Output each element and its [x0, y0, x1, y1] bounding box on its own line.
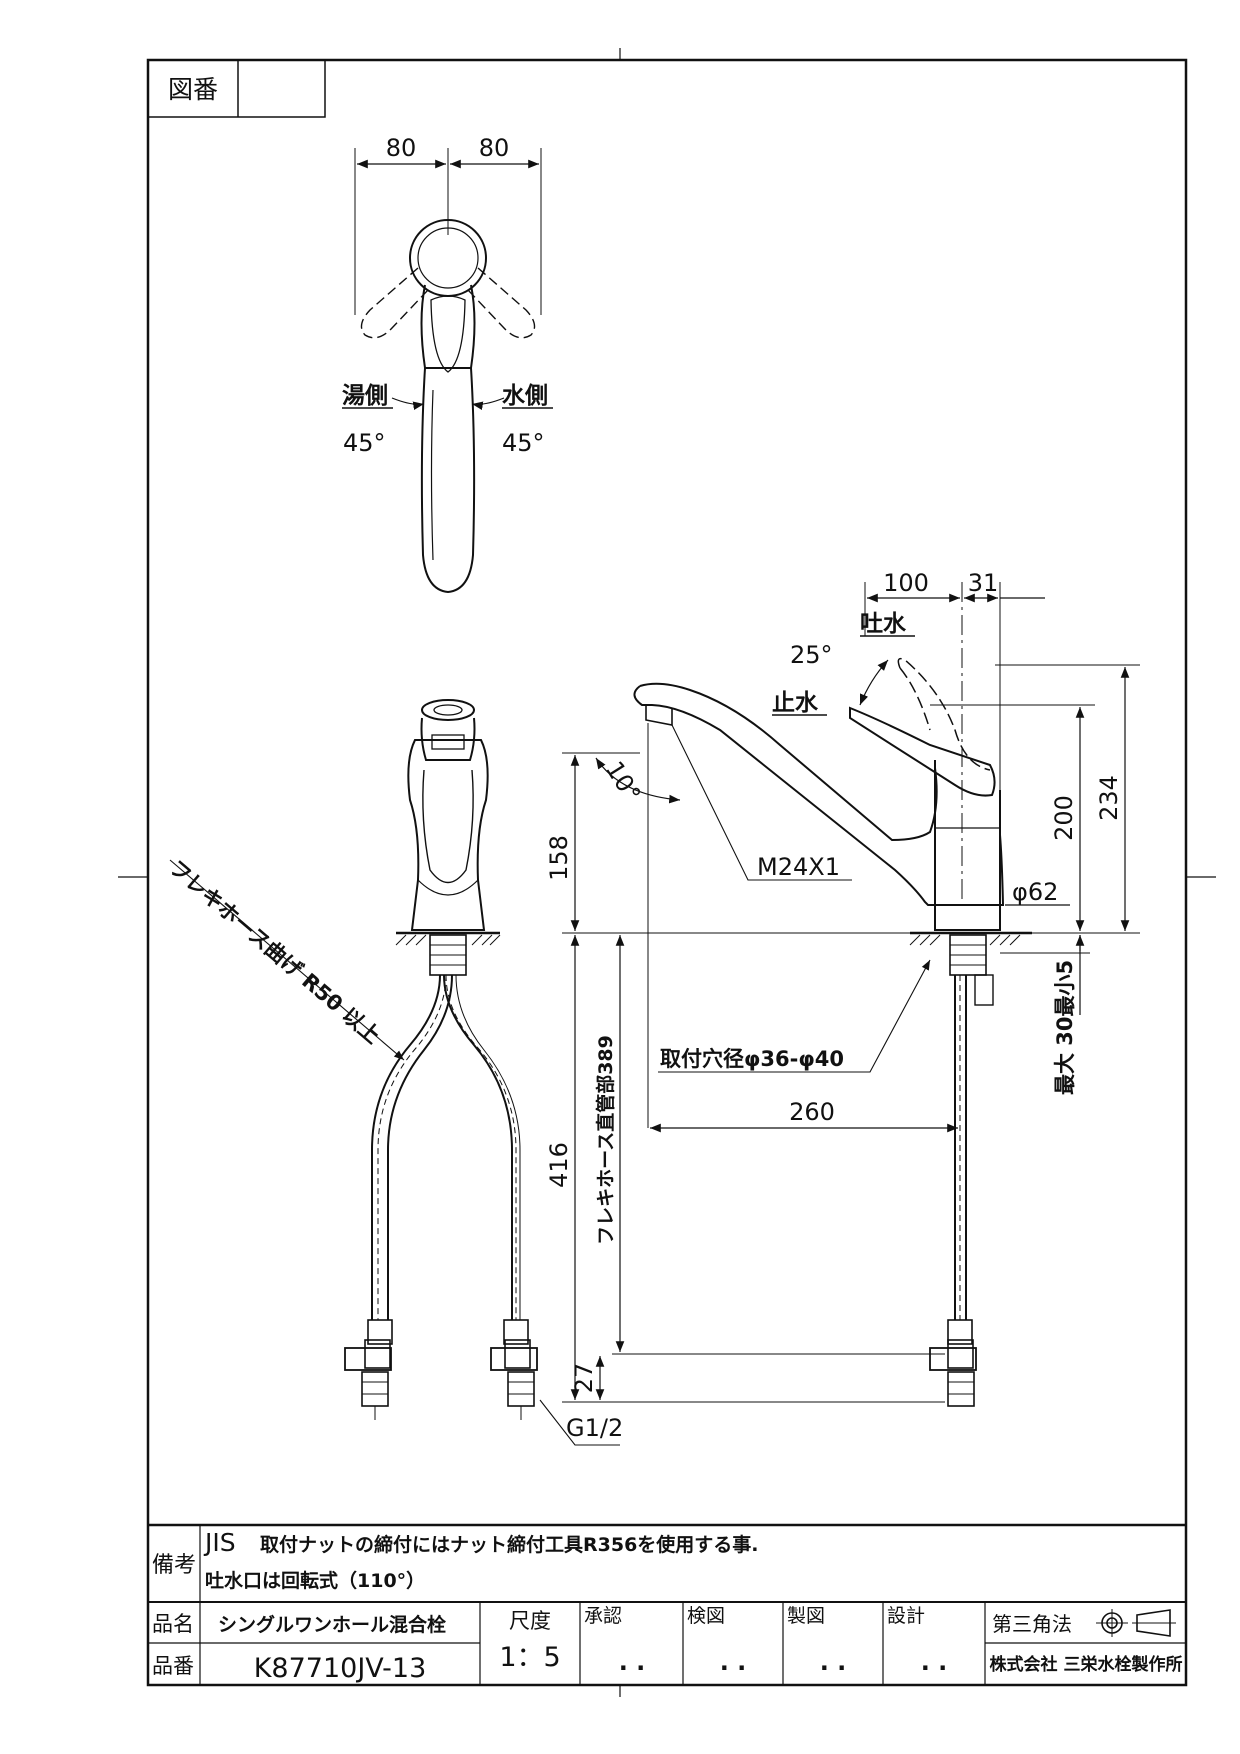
lever-angle: 25°: [790, 641, 833, 669]
check-label: 検図: [687, 1605, 725, 1627]
dim-80-left: 80: [386, 134, 417, 162]
spout-label: 吐水: [860, 611, 907, 637]
top-view: [354, 148, 542, 594]
dim-416: 416: [545, 1142, 573, 1188]
third-angle-projection-icon: [1096, 1609, 1176, 1637]
hot-angle: 45°: [343, 429, 386, 457]
projection-label: 第三角法: [992, 1612, 1072, 1636]
side-view-labels: 100 31 吐水 25° 止水 158 10° M24X1 200 234 φ…: [545, 569, 1123, 1393]
dim-80-right: 80: [479, 134, 510, 162]
countertop-hatch-right: [909, 934, 1021, 946]
scale-value: 1：5: [499, 1642, 560, 1673]
max-thickness: 最大 30最小5: [1053, 960, 1077, 1095]
dim-260: 260: [789, 1098, 835, 1126]
dim-158: 158: [545, 835, 573, 881]
hot-side-label: 湯側: [342, 383, 388, 409]
remark-1: 取付ナットの締付にはナット締付工具R356を使用する事.: [260, 1533, 759, 1556]
remark-1-prefix: JIS: [203, 1528, 236, 1557]
dim-200: 200: [1050, 795, 1078, 841]
design-sign: . .: [921, 1648, 948, 1676]
remark-2: 吐水口は回転式（110°）: [205, 1569, 425, 1592]
check-sign: . .: [720, 1648, 747, 1676]
approve-sign: . .: [619, 1648, 646, 1676]
side-view: [562, 582, 1140, 1407]
stop-label: 止水: [772, 690, 819, 716]
scale-label: 尺度: [509, 1609, 551, 1633]
hose-straight-length: フレキホース直管部389: [594, 1035, 617, 1245]
design-label: 設計: [887, 1605, 925, 1627]
sheet-frame: [118, 48, 1216, 1697]
dim-31: 31: [968, 569, 999, 597]
front-view: [169, 699, 620, 1446]
dim-100: 100: [883, 569, 929, 597]
zuban-label: 図番: [168, 75, 218, 104]
product-name-label: 品名: [152, 1612, 194, 1636]
countertop-hatch-left: [395, 934, 501, 946]
connection-label: G1/2: [566, 1414, 623, 1442]
spout-angle: 10°: [600, 756, 646, 807]
dim-27: 27: [570, 1363, 598, 1394]
product-code-label: 品番: [152, 1654, 194, 1678]
cold-side-label: 水側: [502, 383, 548, 409]
body-diameter: φ62: [1012, 878, 1058, 906]
dim-234: 234: [1095, 775, 1123, 821]
approve-label: 承認: [584, 1605, 622, 1627]
title-block: [148, 1523, 1186, 1685]
title-block-text: 備考 JIS 取付ナットの締付にはナット締付工具R356を使用する事. 吐水口は…: [152, 1528, 1182, 1684]
remarks-label: 備考: [152, 1553, 196, 1578]
draw-sign: . .: [820, 1648, 847, 1676]
company-name: 株式会社 三栄水栓製作所: [990, 1654, 1183, 1675]
hose-bend-label: フレキホース曲げ R50 以上: [165, 856, 385, 1049]
thread-size: M24X1: [757, 853, 840, 881]
mount-hole-dia: 取付穴径φ36-φ40: [660, 1047, 844, 1071]
draw-label: 製図: [787, 1605, 825, 1627]
product-code: K87710JV-13: [254, 1653, 427, 1684]
product-name: シングルワンホール混合栓: [218, 1613, 446, 1636]
cold-angle: 45°: [502, 429, 545, 457]
zuban-box: 図番: [147, 59, 326, 118]
top-view-labels: 80 80 湯側 水側 45° 45°: [342, 134, 553, 457]
